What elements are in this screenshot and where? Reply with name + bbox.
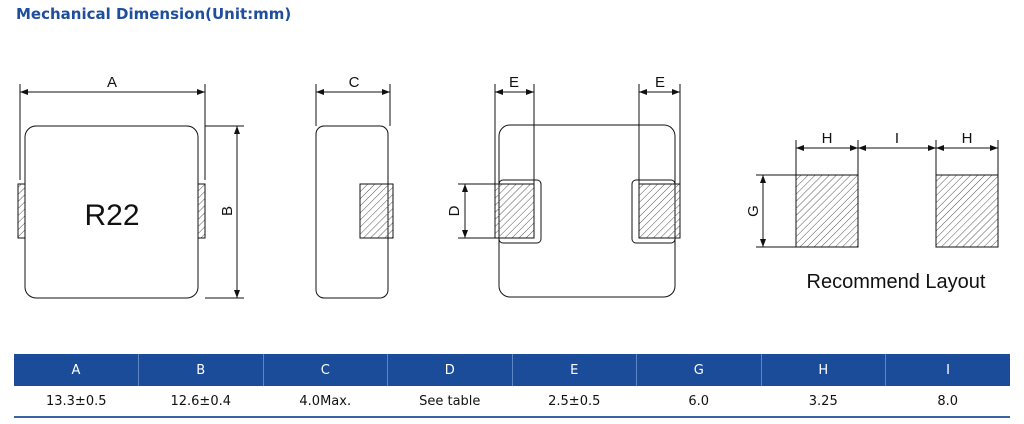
dim-label-i: I — [895, 130, 899, 147]
header-d: D — [387, 354, 512, 386]
header-c: C — [262, 354, 388, 386]
dim-label-a: A — [107, 74, 117, 91]
value-e: 2.5±0.5 — [512, 386, 637, 418]
value-b: 12.6±0.4 — [138, 386, 263, 418]
value-h: 3.25 — [761, 386, 886, 418]
dim-label-b: B — [219, 206, 236, 216]
dim-label-d: D — [446, 205, 463, 216]
value-i: 8.0 — [885, 386, 1010, 418]
dim-label-e-left: E — [509, 74, 519, 91]
value-a: 13.3±0.5 — [14, 386, 139, 418]
layout-caption: Recommend Layout — [807, 271, 986, 293]
section-title: Mechanical Dimension(Unit:mm) — [16, 5, 292, 23]
header-b: B — [138, 354, 263, 386]
dim-label-g: G — [745, 205, 762, 217]
top-view — [17, 84, 244, 299]
dim-label-h-right: H — [962, 130, 973, 147]
header-h: H — [760, 354, 886, 386]
header-g: G — [636, 354, 761, 386]
recommend-layout — [756, 140, 999, 248]
header-a: A — [14, 354, 139, 386]
header-e: E — [511, 354, 637, 386]
header-i: I — [885, 354, 1010, 386]
side-view — [315, 84, 394, 299]
table-header-row: A B C D E G H I — [14, 354, 1010, 386]
value-c: 4.0Max. — [263, 386, 388, 418]
table-row: 13.3±0.5 12.6±0.4 4.0Max. See table 2.5±… — [14, 386, 1010, 418]
mechanical-drawing: R22 A B C D E E H I H G Recommend Layout — [17, 74, 999, 299]
dim-label-e-right: E — [655, 74, 665, 91]
dim-label-c: C — [349, 74, 360, 91]
dim-label-h-left: H — [822, 130, 833, 147]
bottom-view — [458, 84, 681, 298]
part-marking: R22 — [84, 199, 139, 232]
dimension-table: A B C D E G H I 13.3±0.5 12.6±0.4 4.0Max… — [14, 354, 1010, 418]
value-g: 6.0 — [636, 386, 761, 418]
value-d: See table — [387, 386, 512, 418]
